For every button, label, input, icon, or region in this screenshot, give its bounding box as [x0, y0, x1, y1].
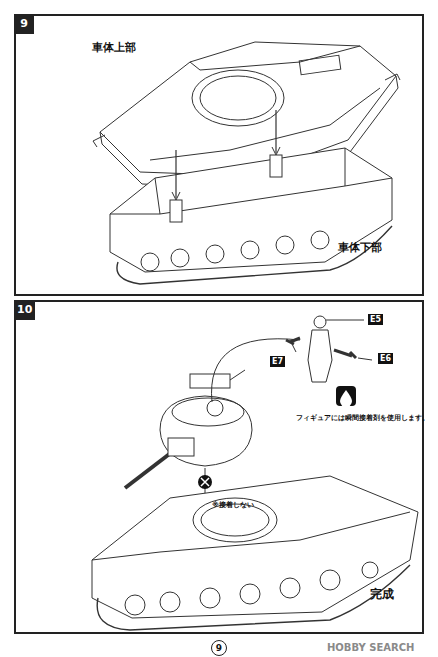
- crew-figure: [286, 316, 372, 382]
- part-number: E7: [270, 356, 285, 367]
- turret: [125, 370, 252, 488]
- part-number: E5: [368, 314, 383, 325]
- page-number: 9: [211, 640, 227, 656]
- leader-line: [212, 339, 300, 402]
- part-number: E6: [378, 353, 393, 364]
- completed-tank: [92, 476, 418, 630]
- lower-hull: [110, 110, 392, 284]
- step-number: 9: [14, 14, 34, 34]
- step-panel: 10: [14, 300, 424, 634]
- step-number: 10: [14, 300, 35, 320]
- glue-note: フィギュアには瞬間接着剤を使用します。: [296, 414, 429, 423]
- complete-label: 完成: [370, 586, 394, 603]
- watermark: HOBBY SEARCH: [326, 642, 415, 653]
- part-name: 車体下部: [338, 240, 382, 255]
- part-name: 車体上部: [92, 40, 136, 55]
- no-glue-note: ※接着しない: [212, 500, 254, 510]
- glue-icon: [336, 386, 356, 407]
